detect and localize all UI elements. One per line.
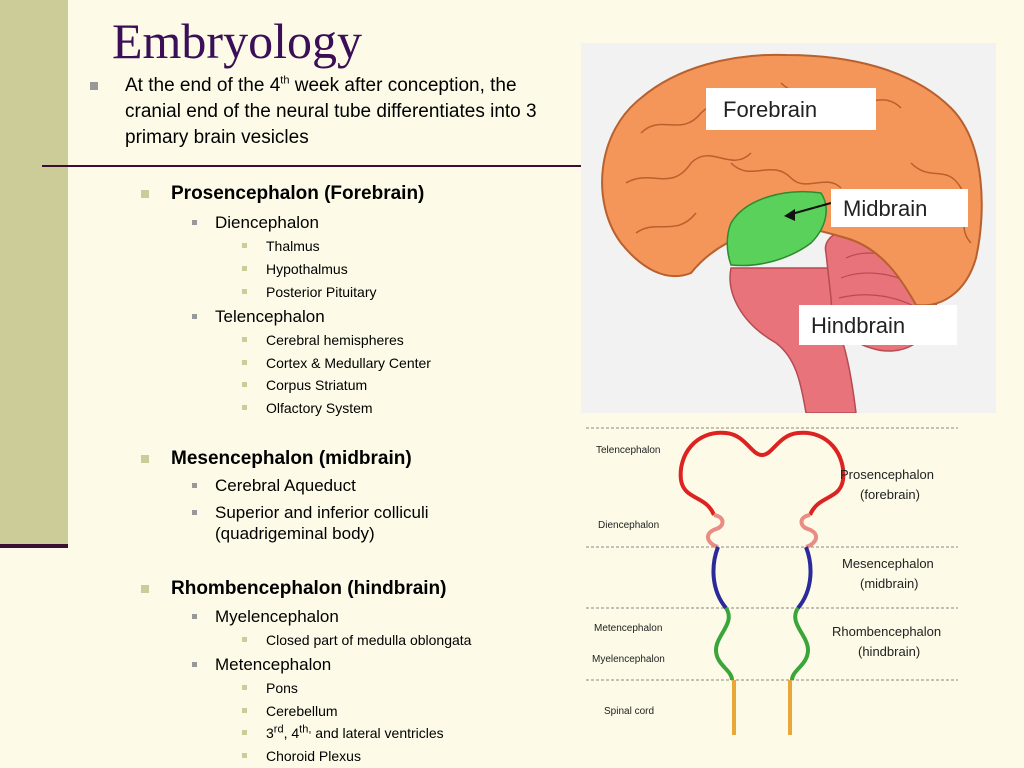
square-bullet-icon xyxy=(192,220,197,225)
square-bullet-icon xyxy=(192,662,197,667)
square-bullet-icon xyxy=(141,190,149,198)
list-item: Cortex & Medullary Center xyxy=(266,355,431,371)
label-diencephalon: Diencephalon xyxy=(598,520,659,531)
diencephalon-vesicle xyxy=(706,513,818,549)
brain-diagram: Forebrain Midbrain Hindbrain xyxy=(581,43,996,413)
ventricles-text-part: and lateral ventricles xyxy=(311,725,444,741)
neural-tube-illustration: Telencephalon Diencephalon Metencephalon… xyxy=(586,427,958,735)
list-item: Cerebral hemispheres xyxy=(266,332,404,348)
subitem-telencephalon: Telencephalon xyxy=(215,307,325,326)
subitem-myelencephalon: Myelencephalon xyxy=(215,607,339,626)
square-bullet-icon xyxy=(242,337,247,342)
hindbrain-label: Hindbrain xyxy=(811,313,905,338)
intro-superscript: th xyxy=(280,74,290,87)
list-item-ventricles: 3rd, 4th, and lateral ventricles xyxy=(266,724,444,742)
section-heading-prosencephalon: Prosencephalon (Forebrain) xyxy=(171,183,425,204)
label-telencephalon: Telencephalon xyxy=(596,445,661,456)
label-midbrain: (midbrain) xyxy=(860,576,919,591)
list-item: Olfactory System xyxy=(266,400,373,416)
square-bullet-icon xyxy=(242,243,247,248)
list-item: Closed part of medulla oblongata xyxy=(266,632,472,648)
midbrain-arrow-line xyxy=(787,202,832,216)
region-dividers xyxy=(586,427,958,681)
square-bullet-icon xyxy=(242,360,247,365)
section-heading-mesencephalon: Mesencephalon (midbrain) xyxy=(171,448,412,469)
ventricles-superscript: rd xyxy=(273,723,284,736)
ventricles-superscript: th, xyxy=(299,723,312,736)
intro-text-part: At the end of the 4 xyxy=(125,75,281,96)
ventricles-text-part: 3 xyxy=(266,725,274,741)
square-bullet-icon xyxy=(141,585,149,593)
square-bullet-icon xyxy=(192,510,197,515)
square-bullet-icon xyxy=(192,483,197,488)
square-bullet-icon xyxy=(242,637,247,642)
square-bullet-icon xyxy=(242,382,247,387)
midbrain-shape xyxy=(726,191,827,267)
label-rhombencephalon: Rhombencephalon xyxy=(832,624,941,639)
midbrain-arrow-icon xyxy=(784,209,795,221)
label-hindbrain: (hindbrain) xyxy=(858,644,920,659)
square-bullet-icon xyxy=(141,455,149,463)
section-heading-rhombencephalon: Rhombencephalon (hindbrain) xyxy=(171,578,447,599)
label-prosencephalon: Prosencephalon xyxy=(840,467,934,482)
subitem-diencephalon: Diencephalon xyxy=(215,213,319,232)
intro-paragraph: At the end of the 4th week after concept… xyxy=(125,73,575,151)
label-myelencephalon: Myelencephalon xyxy=(592,654,665,665)
square-bullet-icon xyxy=(90,82,98,90)
title-divider xyxy=(42,165,587,167)
list-item: Hypothalmus xyxy=(266,261,348,277)
left-accent-bar xyxy=(0,0,68,548)
label-mesencephalon: Mesencephalon xyxy=(842,556,934,571)
midbrain-label: Midbrain xyxy=(843,196,927,221)
label-spinal-cord: Spinal cord xyxy=(604,706,654,717)
midbrain-label-box xyxy=(831,189,968,227)
forebrain-label: Forebrain xyxy=(723,97,817,122)
forebrain-label-box xyxy=(706,88,876,130)
square-bullet-icon xyxy=(242,685,247,690)
brain-illustration: Forebrain Midbrain Hindbrain xyxy=(601,53,983,413)
list-item: Corpus Striatum xyxy=(266,377,368,393)
square-bullet-icon xyxy=(192,314,197,319)
list-item: Pons xyxy=(266,680,298,696)
intro-text-part: week after conception, the cranial end o… xyxy=(125,75,537,148)
subitem-metencephalon: Metencephalon xyxy=(215,655,332,674)
ventricles-text-part: , 4 xyxy=(283,725,300,741)
square-bullet-icon xyxy=(242,266,247,271)
list-item: Choroid Plexus xyxy=(266,748,361,764)
list-item: Cerebellum xyxy=(266,703,338,719)
label-metencephalon: Metencephalon xyxy=(594,623,662,634)
slide-title: Embryology xyxy=(112,13,362,69)
label-forebrain: (forebrain) xyxy=(860,487,920,502)
hindbrain-label-box xyxy=(799,305,957,345)
list-item: Thalmus xyxy=(266,238,320,254)
list-item: Posterior Pituitary xyxy=(266,284,377,300)
subitem-colliculi: Superior and inferior colliculi (quadrig… xyxy=(215,503,429,543)
mesencephalon-vesicle xyxy=(711,546,813,610)
square-bullet-icon xyxy=(242,405,247,410)
telencephalon-vesicle xyxy=(678,430,846,516)
vesicle-diagram: Telencephalon Diencephalon Metencephalon… xyxy=(586,425,960,745)
square-bullet-icon xyxy=(242,708,247,713)
square-bullet-icon xyxy=(242,753,247,758)
left-accent-rule xyxy=(0,544,68,548)
rhombencephalon-vesicle xyxy=(713,606,811,681)
square-bullet-icon xyxy=(242,730,247,735)
spinal-cord-vesicle xyxy=(732,680,792,735)
subitem-cerebral-aqueduct: Cerebral Aqueduct xyxy=(215,476,356,495)
square-bullet-icon xyxy=(242,289,247,294)
square-bullet-icon xyxy=(192,614,197,619)
